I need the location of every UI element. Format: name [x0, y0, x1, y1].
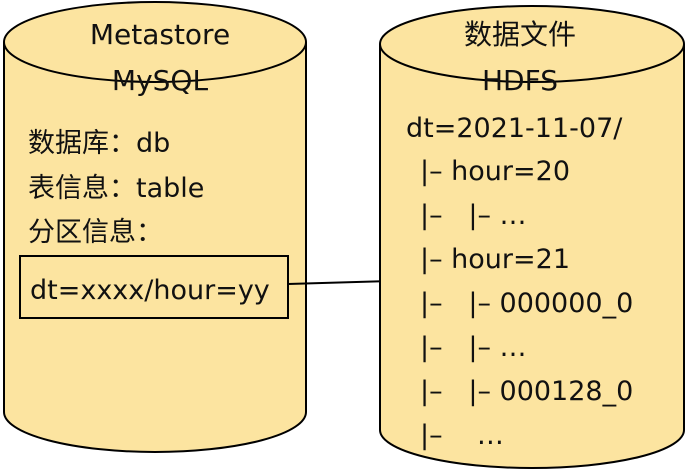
hdfs-path-line: |– |– …: [420, 332, 527, 363]
metastore-cylinder: Metastore MySQL 数据库：db 表信息：table 分区信息： d…: [3, 1, 307, 453]
hdfs-cylinder: 数据文件 HDFS dt=2021-11-07/ |– hour=20 |– |…: [379, 5, 685, 469]
metastore-cylinder-top: [3, 1, 307, 83]
hdfs-path-line: |– hour=20: [420, 156, 570, 187]
hdfs-subtitle: HDFS: [482, 64, 558, 97]
hdfs-path-line: |– hour=21: [420, 244, 570, 275]
hdfs-path-line: |– …: [420, 420, 504, 451]
metastore-title: Metastore: [90, 18, 230, 51]
hdfs-path-line: |– |– 000128_0: [420, 376, 633, 407]
partition-info-label: 分区信息：: [28, 217, 163, 248]
database-info: 数据库：db: [28, 128, 170, 159]
metastore-subtitle: MySQL: [112, 64, 209, 97]
metastore-cylinder-body: [3, 42, 307, 453]
hdfs-cylinder-body: [379, 44, 685, 469]
hdfs-path-line: |– |– 000000_0: [420, 288, 633, 319]
partition-value: dt=xxxx/hour=yy: [30, 275, 270, 306]
hdfs-cylinder-top: [379, 5, 685, 83]
table-info: 表信息：table: [28, 173, 204, 204]
partition-value-box: [19, 255, 289, 319]
hdfs-path-line: |– |– …: [420, 200, 527, 231]
hdfs-path-line: dt=2021-11-07/: [406, 113, 623, 144]
arrow-right-icon: [287, 275, 393, 288]
hdfs-title: 数据文件: [464, 18, 576, 51]
